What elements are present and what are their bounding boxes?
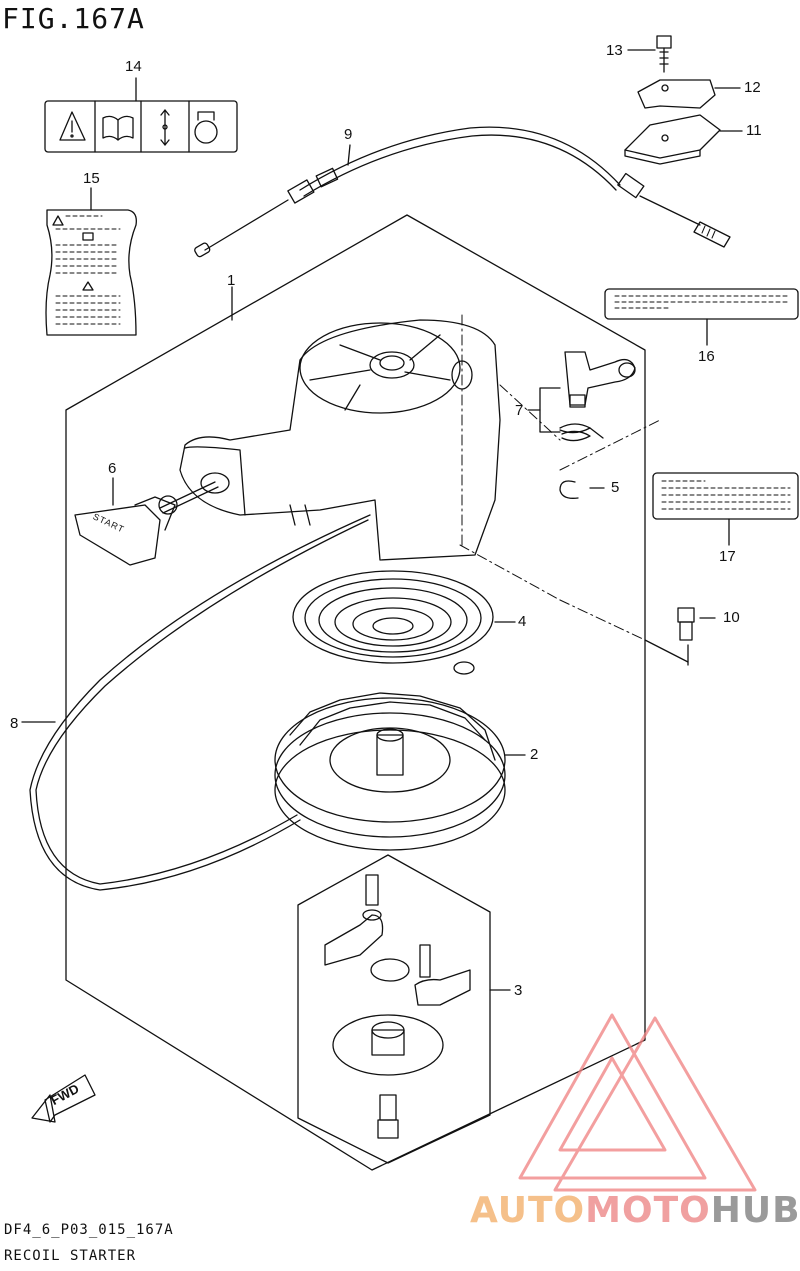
figure-caption: RECOIL STARTER (4, 1248, 137, 1264)
bolt-13 (656, 35, 672, 73)
fwd-arrow (31, 1074, 96, 1123)
callout-11: 11 (746, 122, 762, 139)
callout-4: 4 (518, 613, 527, 630)
starter-cable-9 (194, 126, 731, 258)
watermark-auto: AUTO (470, 1190, 586, 1231)
figure-code: DF4_6_P03_015_167A (4, 1222, 174, 1238)
callout-12: 12 (744, 79, 761, 96)
ratchet-parts-3 (324, 874, 471, 1139)
decal-16 (604, 288, 799, 320)
callout-17: 17 (719, 548, 736, 565)
callout-1: 1 (227, 272, 236, 289)
callout-16: 16 (698, 348, 715, 365)
watermark-moto: MOTO (585, 1190, 711, 1231)
watermark-text: AUTOMOTOHUB (470, 1190, 800, 1231)
callout-6: 6 (108, 460, 117, 477)
instruction-label-15 (45, 209, 137, 336)
bolt-10 (677, 607, 695, 641)
assembly-outline (65, 214, 646, 1171)
e-ring-5 (559, 480, 579, 499)
callout-10: 10 (723, 609, 740, 626)
callout-9: 9 (344, 126, 353, 143)
callout-7: 7 (515, 402, 524, 419)
callout-3: 3 (514, 982, 523, 999)
bracket-11 (624, 114, 721, 165)
figure-title: FIG.167A (2, 2, 145, 35)
lever-spring-7 (559, 351, 636, 442)
callout-8: 8 (10, 715, 19, 732)
decal-17 (652, 472, 799, 520)
watermark-hub: HUB (710, 1190, 800, 1231)
callout-14: 14 (125, 58, 142, 75)
callout-5: 5 (611, 479, 620, 496)
watermark-logo (518, 1013, 757, 1192)
ratchet-subassembly-outline (297, 854, 491, 1164)
recoil-spring-4 (292, 570, 494, 675)
callout-13: 13 (606, 42, 623, 59)
warning-label-14 (44, 100, 238, 153)
cable-clamp-12 (637, 79, 716, 109)
starter-handle-6 (74, 481, 219, 566)
starter-rope-8 (29, 514, 371, 891)
reel-2 (274, 692, 506, 851)
callout-2: 2 (530, 746, 539, 763)
callout-15: 15 (83, 170, 100, 187)
recoil-housing-1 (179, 319, 501, 561)
